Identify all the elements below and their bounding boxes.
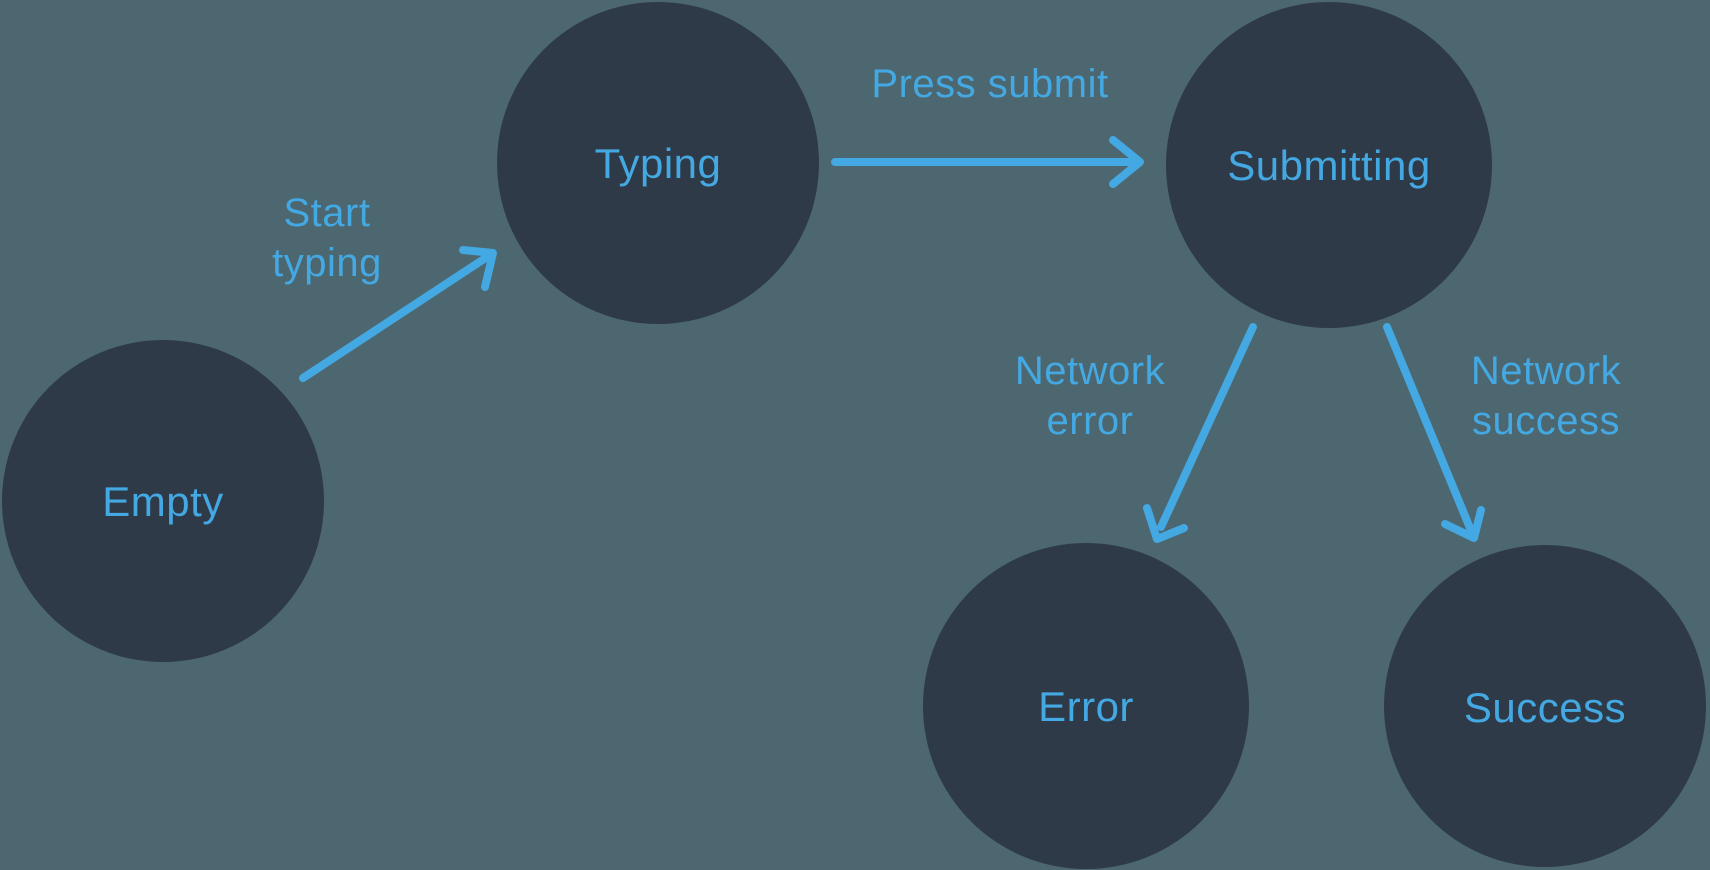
transition-arrow-network-success <box>1383 323 1485 542</box>
state-node-empty <box>2 340 324 662</box>
state-label-submitting: Submitting <box>1227 142 1430 189</box>
arrow-head <box>1109 136 1144 188</box>
transition-arrow-network-error <box>1143 323 1257 543</box>
state-node-typing <box>497 2 819 324</box>
transition-label-network-error-line1: Network <box>1015 349 1166 393</box>
transition-label-network-error-line2: error <box>1047 399 1134 443</box>
state-label-typing: Typing <box>595 140 722 187</box>
state-node-error <box>923 543 1249 869</box>
transition-label-press-submit: Press submit <box>871 62 1108 106</box>
arrow-head <box>1143 504 1188 543</box>
arrow-head <box>1441 506 1485 542</box>
arrow-line <box>1157 323 1257 531</box>
transition-label-network-success-line1: Network <box>1471 349 1622 393</box>
state-label-empty: Empty <box>102 478 224 525</box>
transition-arrow-press-submit <box>831 136 1144 188</box>
transition-label-network-success-line2: success <box>1472 399 1620 443</box>
state-label-error: Error <box>1038 683 1134 730</box>
arrow-line <box>299 253 491 382</box>
transition-arrow-start-typing <box>299 246 497 382</box>
state-label-success: Success <box>1464 684 1626 731</box>
transition-label-start-typing-line2: typing <box>272 241 382 285</box>
state-node-success <box>1384 545 1706 867</box>
arrow-head <box>459 246 497 291</box>
state-node-submitting <box>1166 2 1492 328</box>
arrow-line <box>1383 323 1474 532</box>
transition-label-start-typing-line1: Start <box>284 191 371 235</box>
